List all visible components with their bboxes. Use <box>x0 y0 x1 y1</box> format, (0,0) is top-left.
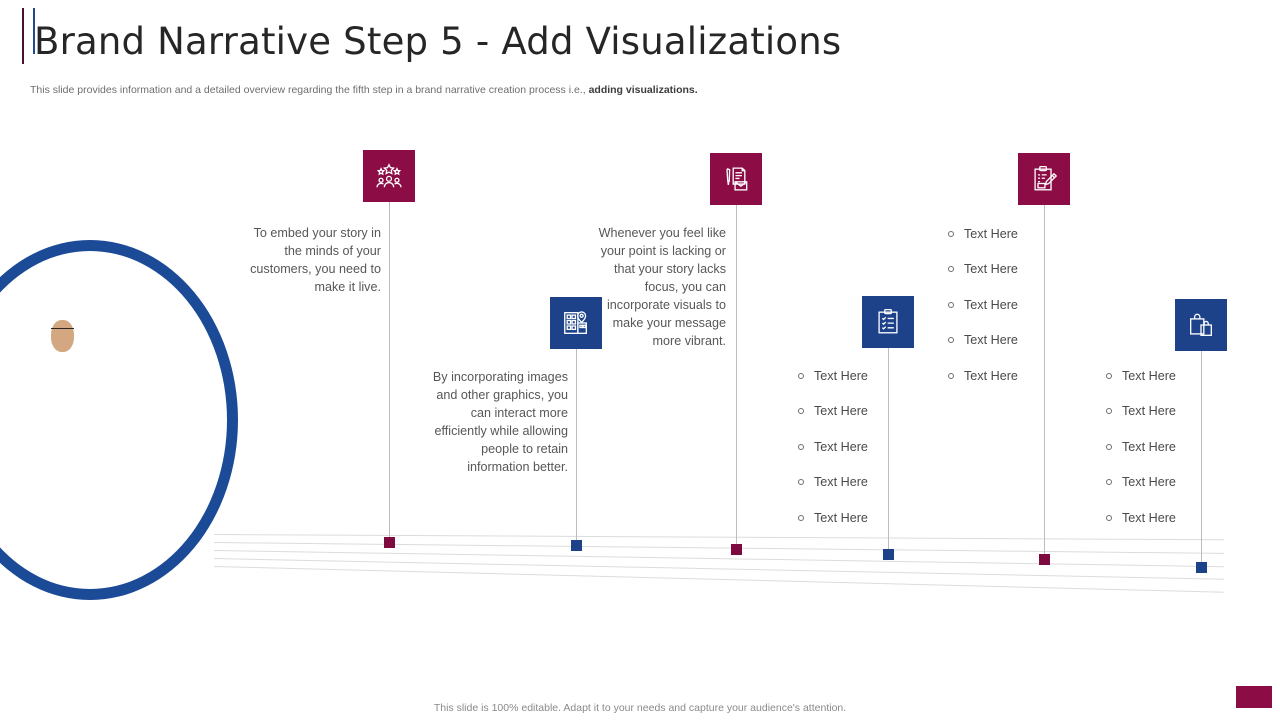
step-icon-6[interactable] <box>1175 299 1227 351</box>
step-icon-1[interactable] <box>363 150 415 202</box>
list-item[interactable]: Text Here <box>798 429 868 465</box>
bullet-dot-icon <box>1106 408 1112 415</box>
connector-4 <box>888 348 889 551</box>
list-item-label: Text Here <box>814 510 868 525</box>
step-bullets-6: Text Here Text Here Text Here Text Here … <box>1106 358 1176 536</box>
list-item[interactable]: Text Here <box>1106 500 1176 536</box>
accent-bar-blue <box>33 8 35 54</box>
list-item[interactable]: Text Here <box>948 252 1018 288</box>
pen-document-envelope-icon <box>726 167 748 191</box>
list-item[interactable]: Text Here <box>798 358 868 394</box>
bullet-dot-icon <box>948 230 954 237</box>
list-item-label: Text Here <box>964 262 1018 277</box>
page-title: Brand Narrative Step 5 - Add Visualizati… <box>34 20 842 63</box>
photo-ring <box>0 240 238 600</box>
list-item[interactable]: Text Here <box>1106 429 1176 465</box>
connector-5 <box>1044 205 1045 556</box>
building-location-icon <box>564 311 587 334</box>
connector-2 <box>576 349 577 545</box>
step-marker-2 <box>571 540 582 551</box>
bullet-dot-icon <box>1106 479 1112 486</box>
bullet-dot-icon <box>1106 443 1112 450</box>
list-item[interactable]: Text Here <box>798 465 868 501</box>
step-marker-5 <box>1039 554 1050 565</box>
list-item[interactable]: Text Here <box>1106 394 1176 430</box>
list-item-label: Text Here <box>1122 404 1176 419</box>
connector-3 <box>736 205 737 547</box>
step-icon-3[interactable] <box>710 153 762 205</box>
list-item-label: Text Here <box>814 368 868 383</box>
step-marker-6 <box>1196 562 1207 573</box>
photo-circle <box>0 240 238 600</box>
step-marker-3 <box>731 544 742 555</box>
list-item[interactable]: Text Here <box>948 358 1018 394</box>
bullet-dot-icon <box>798 479 804 486</box>
subtitle-emphasis: adding visualizations. <box>588 84 698 96</box>
clipboard-checklist-icon <box>878 308 898 334</box>
bullet-dot-icon <box>798 443 804 450</box>
bullet-dot-icon <box>798 372 804 379</box>
list-item-label: Text Here <box>1122 510 1176 525</box>
bullet-dot-icon <box>948 337 954 344</box>
list-item[interactable]: Text Here <box>948 287 1018 323</box>
step-text-3: Whenever you feel like your point is lac… <box>598 226 726 348</box>
list-item-label: Text Here <box>1122 368 1176 383</box>
list-item[interactable]: Text Here <box>948 216 1018 252</box>
list-item[interactable]: Text Here <box>1106 358 1176 394</box>
bullet-dot-icon <box>948 372 954 379</box>
bullet-dot-icon <box>798 514 804 521</box>
accent-bar-maroon <box>22 8 24 64</box>
step-icon-2[interactable] <box>550 297 602 349</box>
list-item[interactable]: Text Here <box>798 394 868 430</box>
list-item[interactable]: Text Here <box>1106 465 1176 501</box>
shopping-bags-icon <box>1190 313 1212 336</box>
step-icon-4[interactable] <box>862 296 914 348</box>
step-text-1: To embed your story in the minds of your… <box>250 226 381 294</box>
list-item-label: Text Here <box>1122 439 1176 454</box>
list-item-label: Text Here <box>814 475 868 490</box>
corner-badge <box>1236 686 1272 708</box>
list-item-label: Text Here <box>964 297 1018 312</box>
step-icon-5[interactable] <box>1018 153 1070 205</box>
page-subtitle: This slide provides information and a de… <box>30 84 698 96</box>
step-bullets-4: Text Here Text Here Text Here Text Here … <box>798 358 868 536</box>
fan-lines <box>213 528 1224 593</box>
subtitle-plain: This slide provides information and a de… <box>30 84 589 96</box>
list-item-label: Text Here <box>814 404 868 419</box>
bullet-dot-icon <box>798 408 804 415</box>
clipboard-pencil-icon <box>1034 165 1058 191</box>
step-marker-4 <box>883 549 894 560</box>
stars-and-people-icon <box>376 163 402 188</box>
list-item-label: Text Here <box>964 333 1018 348</box>
bullet-dot-icon <box>948 301 954 308</box>
list-item-label: Text Here <box>1122 475 1176 490</box>
connector-1 <box>389 202 390 540</box>
bullet-dot-icon <box>948 266 954 273</box>
bullet-dot-icon <box>1106 514 1112 521</box>
connector-6 <box>1201 351 1202 563</box>
step-text-2: By incorporating images and other graphi… <box>432 370 568 474</box>
list-item-label: Text Here <box>964 368 1018 383</box>
footer-note: This slide is 100% editable. Adapt it to… <box>433 702 847 714</box>
list-item-label: Text Here <box>814 439 868 454</box>
bullet-dot-icon <box>1106 372 1112 379</box>
list-item[interactable]: Text Here <box>798 500 868 536</box>
list-item-label: Text Here <box>964 226 1018 241</box>
step-marker-1 <box>384 537 395 548</box>
step-bullets-5: Text Here Text Here Text Here Text Here … <box>948 216 1018 394</box>
list-item[interactable]: Text Here <box>948 323 1018 359</box>
